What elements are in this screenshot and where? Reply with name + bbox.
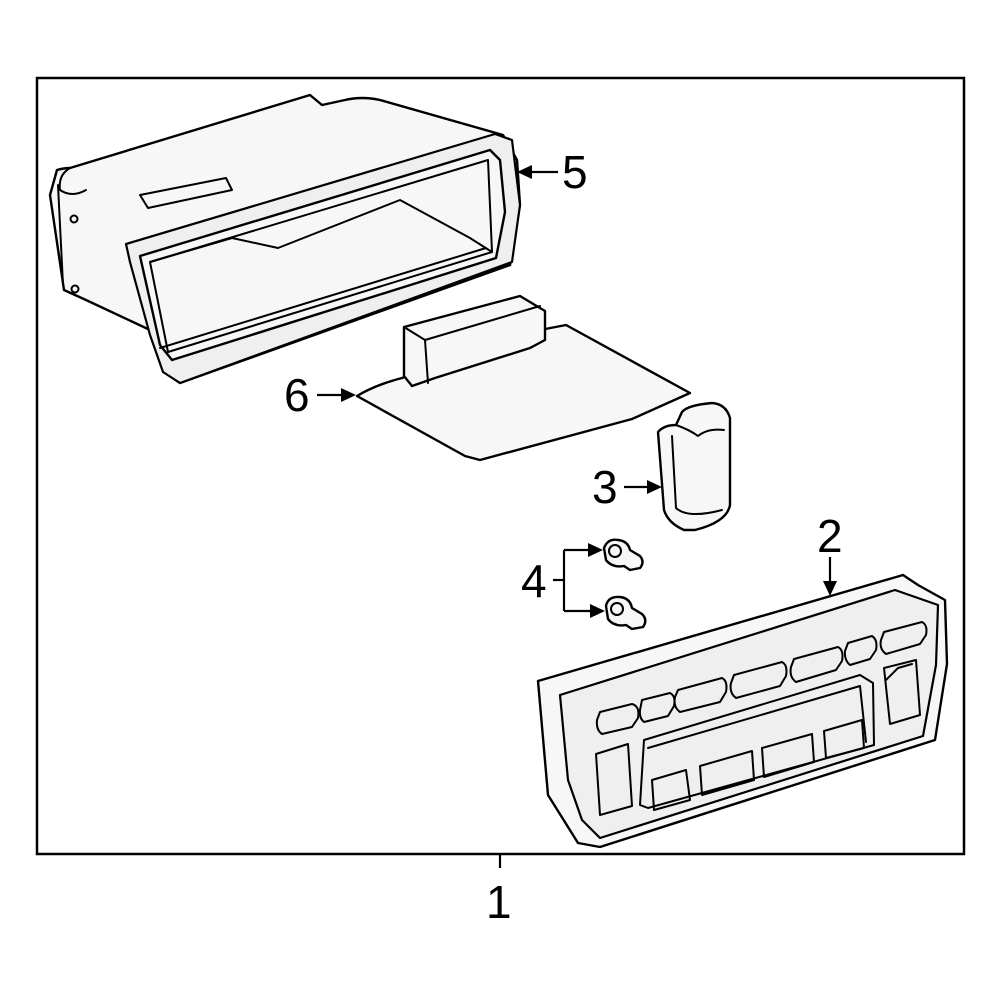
callout-leader-2 bbox=[823, 557, 837, 596]
callout-leader-3 bbox=[624, 480, 662, 494]
callout-leader-4 bbox=[553, 543, 605, 618]
mat-part[interactable] bbox=[355, 294, 692, 462]
callout-leader-6 bbox=[317, 388, 356, 402]
callout-label-4: 4 bbox=[521, 555, 547, 607]
callout-leader-5 bbox=[517, 165, 558, 179]
callout-label-5: 5 bbox=[562, 146, 588, 198]
callout-label-6: 6 bbox=[284, 369, 310, 421]
callout-label-2: 2 bbox=[817, 510, 843, 562]
knob-part[interactable] bbox=[656, 401, 732, 532]
callout-label-3: 3 bbox=[592, 461, 618, 513]
bulb-bottom-part[interactable] bbox=[604, 595, 647, 631]
callout-label-1: 1 bbox=[486, 876, 512, 928]
storage-pocket-part[interactable] bbox=[48, 93, 522, 385]
control-panel-part[interactable] bbox=[536, 573, 949, 849]
bulb-top-part[interactable] bbox=[602, 538, 644, 572]
